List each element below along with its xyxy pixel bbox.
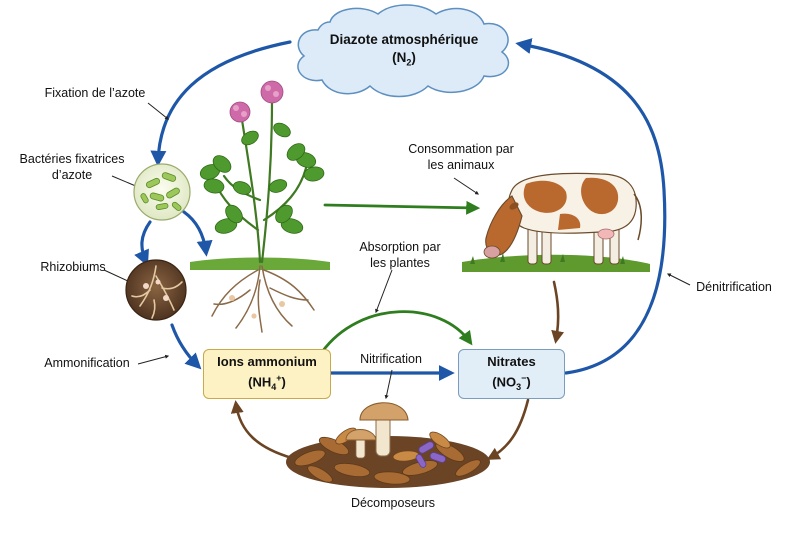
label-decomposers: Décomposeurs [350,496,436,510]
clover-plant-illustration [190,80,330,333]
arrow-bacteria-to-rhizobium [134,220,152,267]
label-absorption-line2: les plantes [370,256,430,270]
arrow-bacteria-to-plant [182,210,213,257]
cow-illustration [462,172,650,272]
atmosphere-title: Diazote atmosphérique [329,32,479,47]
nitrates-title: Nitrates [487,353,536,369]
ammonium-title: Ions ammonium [217,353,317,369]
label-denitrification: Dénitrification [696,280,772,294]
label-nitrification: Nitrification [360,352,422,366]
arrow-decomposers-to-ammonium [230,400,294,460]
blue-arrows [134,38,667,381]
green-arrows [320,200,481,354]
nitrates-box: Nitrates (NO3−) [458,349,565,399]
ammonium-formula: (NH4+) [248,372,286,392]
label-ammonification: Ammonification [44,356,130,370]
label-fixation: Fixation de l’azote [44,86,146,100]
nitrates-formula: (NO3−) [492,372,531,392]
leader-lines [103,102,691,400]
arrow-nitrates-to-decomposers [486,398,530,460]
arrow-animal-to-nitrates [551,280,565,344]
arrow-ammonification [170,323,202,370]
arrow-denitrification [515,38,667,375]
rhizobium-circle [125,259,187,321]
label-rhizobiums: Rhizobiums [40,260,106,274]
arrow-fixation [150,40,292,167]
label-bacteria-line1: Bactéries fixatrices [19,152,125,166]
decomposers-illustration [286,402,490,488]
arrow-absorption [320,310,473,354]
label-absorption-line1: Absorption par [359,240,441,254]
atmosphere-cloud [297,4,510,98]
label-consumption-line1: Consommation par [408,142,514,156]
brown-arrows [230,280,565,460]
atmosphere-formula: (N2) [392,50,416,68]
label-consumption-line2: les animaux [427,158,495,172]
bacteria-circle [133,163,191,221]
label-bacteria-line2: d’azote [51,168,93,182]
ammonium-box: Ions ammonium (NH4+) [203,349,331,399]
arrow-consumption [323,200,481,215]
